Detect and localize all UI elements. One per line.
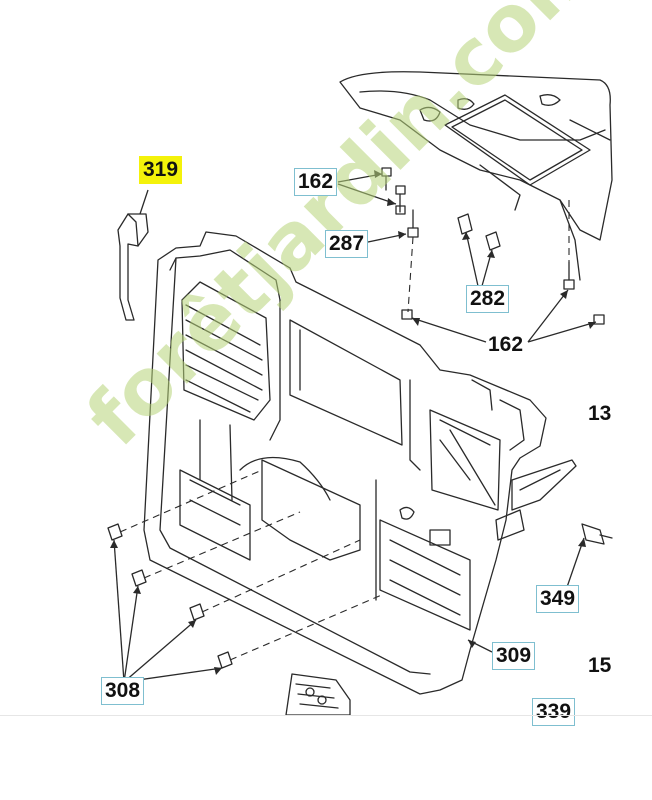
bracket-319 <box>117 213 149 321</box>
label-349[interactable]: 349 <box>536 585 580 613</box>
side-fin-part <box>495 459 577 541</box>
bolt-287 <box>407 209 419 238</box>
bolt-162-upper <box>381 167 406 215</box>
label-308[interactable]: 308 <box>101 677 145 705</box>
label-162-lower[interactable]: 162 <box>488 333 524 356</box>
label-319[interactable]: 319 <box>139 156 183 184</box>
label-162-upper[interactable]: 162 <box>294 168 338 196</box>
grille-339 <box>285 673 351 716</box>
clip-282 <box>457 213 501 251</box>
bracket-349 <box>581 523 613 545</box>
label-13-partial: 13 <box>588 402 612 425</box>
screw-308 <box>107 523 233 669</box>
label-287[interactable]: 287 <box>325 230 369 258</box>
label-282[interactable]: 282 <box>466 285 510 313</box>
arrowheads <box>110 170 596 675</box>
front-panel-309 <box>143 231 547 695</box>
label-15-partial: 15 <box>588 654 612 677</box>
label-309[interactable]: 309 <box>492 642 536 670</box>
label-339[interactable]: 339 <box>532 698 576 726</box>
upper-body-part <box>339 71 613 281</box>
bottom-divider <box>0 715 652 716</box>
leader-lines <box>113 173 597 683</box>
bolt-162-lower <box>401 261 605 325</box>
